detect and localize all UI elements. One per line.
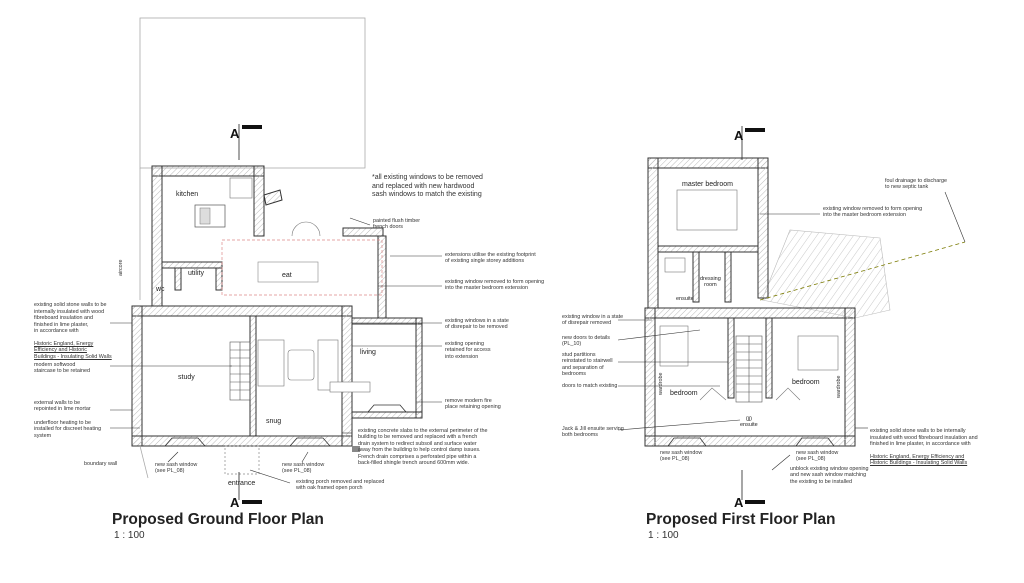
note-unblock: unblock existing window opening and new … (790, 466, 869, 485)
room-dressing: dressing room (700, 276, 721, 288)
note-sash-right: new sash window (see PL_08) (282, 462, 325, 475)
note-french-doors: painted flush timber french doors (373, 218, 421, 231)
note-jack-jill: Jack & Jill ensuite serving both bedroom… (562, 426, 624, 439)
main-house (131, 305, 423, 447)
ground-plan-scale: 1 : 100 (114, 530, 145, 541)
note-solid-walls-first-text: existing solid stone walls to be interna… (870, 428, 978, 448)
note-remove-fireplace: remove modern fire place retaining openi… (445, 398, 501, 411)
room-study: study (178, 374, 195, 381)
room-ensuite: ensuite (676, 296, 694, 302)
note-staircase: modern softwood staircase to be retained (34, 362, 91, 375)
room-utility: utility (188, 270, 204, 277)
section-label-a-bottom: A (230, 495, 240, 510)
site-boundary (139, 17, 366, 169)
note-solid-walls-ref: Historic England, Energy Efficiency and … (34, 340, 112, 360)
section-marker-bottom-first (741, 470, 765, 504)
note-doors-match: doors to match existing (562, 383, 618, 389)
section-marker-top (238, 124, 262, 160)
note-solid-walls-first: existing solid stone walls to be interna… (870, 422, 978, 467)
note-solid-walls-text: existing solid stone walls to be interna… (34, 302, 107, 335)
note-new-doors: new doors to details (PL_10) (562, 335, 610, 348)
section-marker-bottom (238, 472, 262, 504)
note-concrete-slabs: existing concrete slabs to the external … (358, 428, 488, 467)
room-bedroom-right: bedroom (792, 379, 820, 386)
staircase-ground (229, 341, 251, 401)
room-wc: wc (156, 286, 165, 293)
note-underfloor: underfloor heating to be installed for d… (34, 420, 102, 439)
section-marker-top-first (741, 126, 765, 160)
roof-area (761, 229, 891, 319)
note-stud-partitions: stud partitions reinstated to stairwell … (562, 352, 613, 378)
first-plan-scale: 1 : 100 (648, 530, 679, 541)
note-foul-drainage: foul drainage to discharge to new septic… (885, 178, 948, 191)
room-master-bedroom: master bedroom (682, 181, 733, 188)
note-solid-walls: existing solid stone walls to be interna… (34, 296, 112, 360)
first-floor-plan (617, 126, 966, 504)
note-boundary: boundary wall (84, 461, 118, 467)
ground-floor-plan (110, 17, 442, 504)
ground-plan-title: Proposed Ground Floor Plan (112, 511, 324, 528)
room-living: living (360, 349, 376, 356)
aircore-label: aircore (118, 259, 124, 276)
note-window-removed-first: existing window removed to form opening … (823, 206, 923, 219)
wardrobe-label-right: wardrobe (836, 375, 842, 398)
note-solid-walls-first-ref: Historic England, Energy Efficiency and … (870, 454, 968, 467)
note-sash-right-first: new sash window (see PL_08) (796, 450, 839, 463)
note-repoint: external walls to be repointed in lime m… (34, 400, 91, 413)
section-label-a-bottom-first: A (734, 495, 744, 510)
room-entrance: entrance (228, 480, 256, 487)
note-windows-disrepair: existing windows in a state of disrepair… (445, 318, 509, 331)
note-all-windows: *all existing windows to be removed and … (372, 174, 483, 198)
room-jj-ensuite: (jj) ensuite (740, 416, 758, 428)
section-label-a-top: A (230, 126, 240, 141)
staircase-first (735, 335, 763, 403)
room-eat: eat (282, 272, 292, 279)
room-snug: snug (266, 418, 282, 425)
section-label-a-top-first: A (734, 128, 744, 143)
room-bedroom-left: bedroom (670, 390, 698, 397)
first-plan-title: Proposed First Floor Plan (646, 511, 836, 528)
note-porch: existing porch removed and replaced with… (296, 479, 385, 492)
room-kitchen: kitchen (176, 191, 199, 198)
note-sash-left: new sash window (see PL_08) (155, 462, 198, 475)
note-extensions: extensions utilise the existing footprin… (445, 252, 536, 265)
note-opening-retained: existing opening retained for access int… (445, 341, 491, 360)
note-window-disrepair-first: existing window in a state of disrepair … (562, 314, 624, 327)
note-sash-left-first: new sash window (see PL_08) (660, 450, 703, 463)
note-window-removed: existing window removed to form opening … (445, 279, 545, 292)
wardrobe-label-left: wardrobe (658, 372, 664, 395)
